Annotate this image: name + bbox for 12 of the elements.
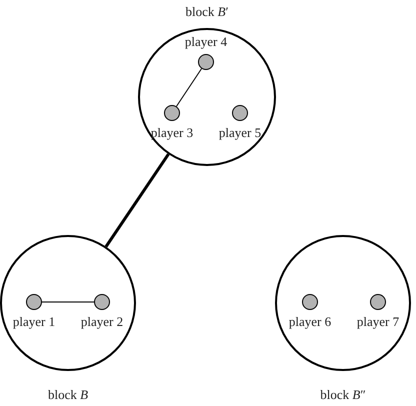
block-title: block B′ (184, 4, 230, 19)
player-label: player 1 (12, 314, 56, 329)
connector-line (104, 153, 170, 248)
player-label: player 4 (184, 34, 228, 49)
player-label: player 5 (218, 125, 262, 140)
player-label: player 2 (80, 314, 124, 329)
connector-line (176, 68, 202, 107)
block-title: block B″ (319, 387, 367, 402)
player-label: player 3 (150, 125, 194, 140)
block-title: block B (46, 387, 90, 402)
player-label: player 6 (288, 314, 332, 329)
player-label: player 7 (356, 314, 400, 329)
